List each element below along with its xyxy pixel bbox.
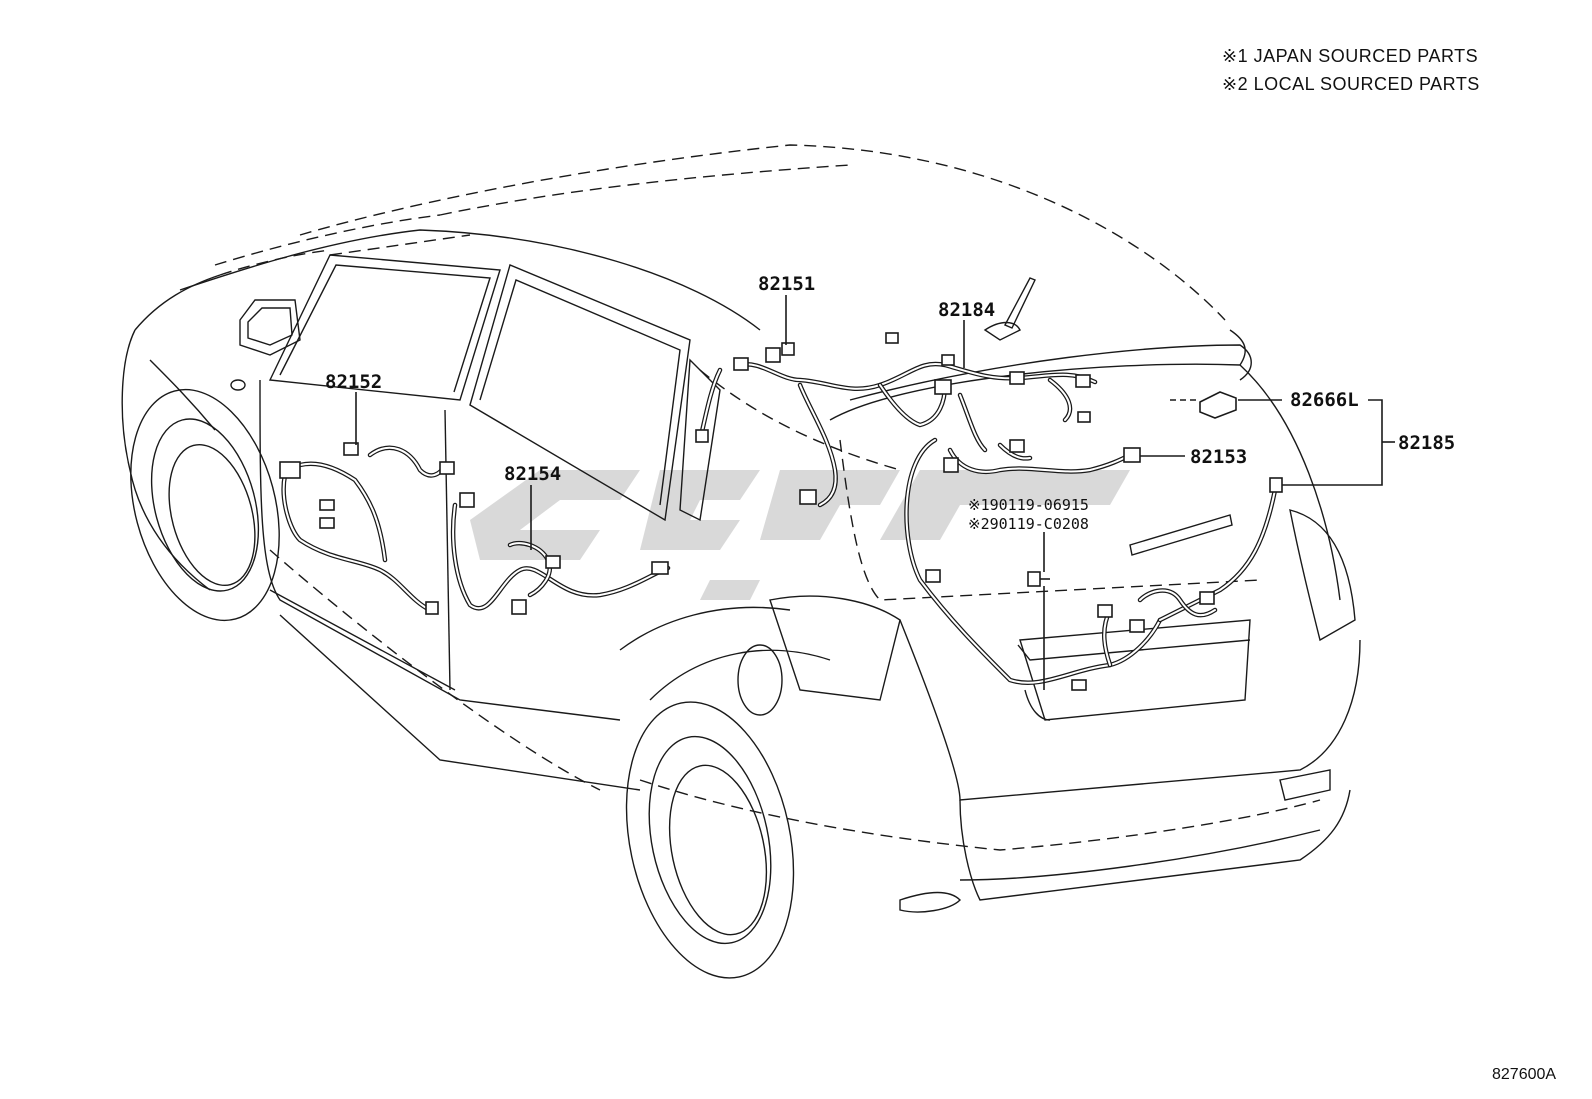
harness-82185 <box>904 437 1283 691</box>
legend-local-sourced: ※2 LOCAL SOURCED PARTS <box>1222 74 1480 94</box>
harness-82184 <box>695 332 1098 508</box>
legend-japan-sourced: ※1 JAPAN SOURCED PARTS <box>1222 46 1479 66</box>
figure-code: 827600A <box>1492 1066 1557 1083</box>
leader-lines <box>355 295 1395 690</box>
callout-82151[interactable]: 82151 <box>758 273 816 295</box>
callout-82185[interactable]: 82185 <box>1398 432 1456 454</box>
sensor-82666l <box>1199 391 1237 419</box>
harness-82153 <box>943 439 1141 475</box>
callout-82666l[interactable]: 82666L <box>1290 389 1359 411</box>
harness-82152 <box>279 442 455 615</box>
car-body <box>121 144 1361 979</box>
watermark <box>470 470 1130 600</box>
clip-90119 <box>1027 571 1050 587</box>
note-japan-part-number[interactable]: ※190119-06915 <box>968 496 1089 514</box>
callout-82152[interactable]: 82152 <box>325 371 383 393</box>
callout-82154[interactable]: 82154 <box>504 463 562 485</box>
legend: ※1 JAPAN SOURCED PARTS ※2 LOCAL SOURCED … <box>1222 42 1480 98</box>
note-local-part-number[interactable]: ※290119-C0208 <box>968 515 1089 533</box>
harness-82154 <box>450 492 671 615</box>
callout-82153[interactable]: 82153 <box>1190 446 1248 468</box>
callout-82184[interactable]: 82184 <box>938 299 996 321</box>
